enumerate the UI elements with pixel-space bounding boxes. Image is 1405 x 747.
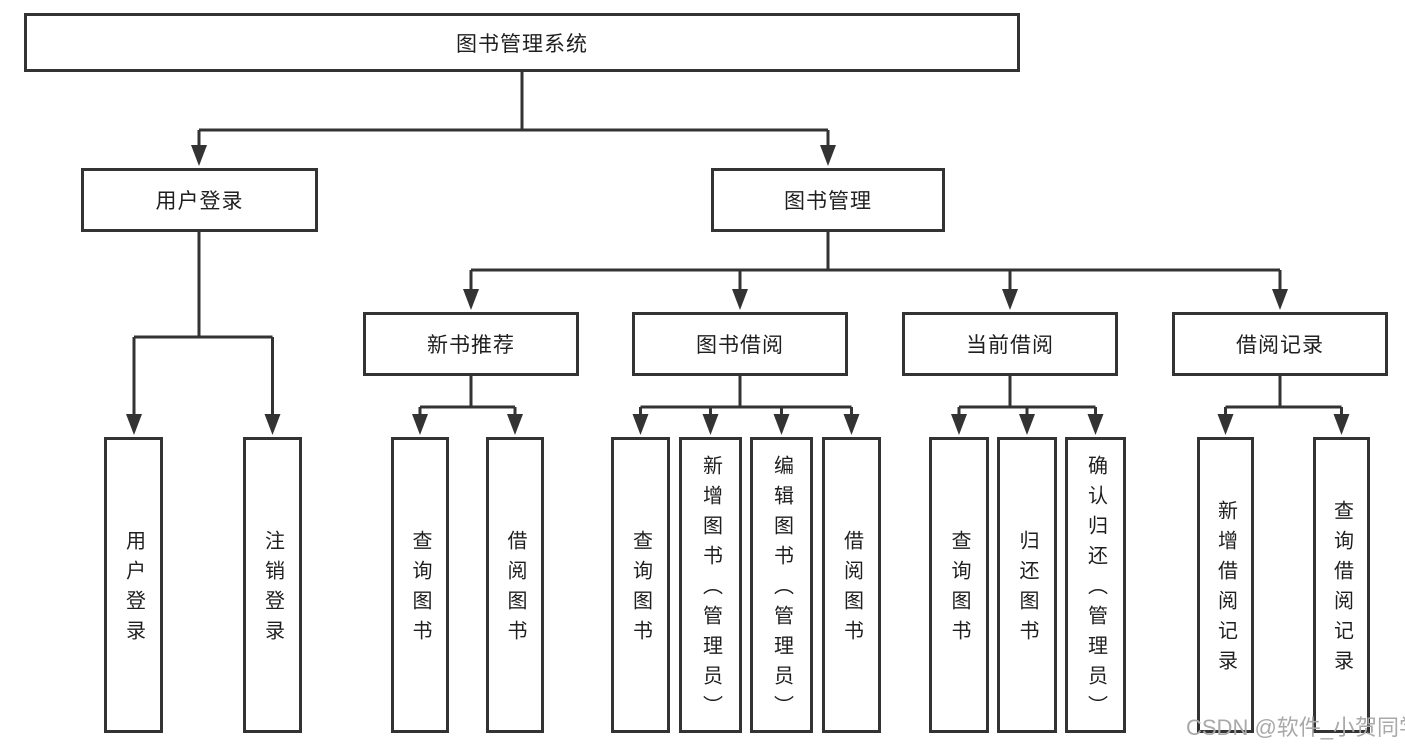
arrow-icon: [1272, 289, 1288, 310]
connector-borrow-records: [1224, 376, 1343, 416]
node-add-book-admin-label: 新增图书（管理员）: [699, 455, 722, 725]
node-query-books-borrow: 查询图书: [611, 437, 670, 733]
node-query-books-current: 查询图书: [929, 437, 989, 733]
node-return-book-label: 归还图书: [1016, 530, 1038, 650]
node-logout-label: 注销登录: [261, 530, 284, 650]
connector-current-borrow: [957, 376, 1097, 416]
arrow-icon: [702, 414, 719, 435]
arrow-icon: [412, 414, 428, 435]
arrow-icon: [1002, 289, 1018, 310]
node-borrow-books-recommend: 借阅图书: [486, 437, 544, 733]
node-library-system-label: 图书管理系统: [456, 32, 588, 56]
connector-root: [197, 72, 830, 147]
connector-new-book-recommend: [418, 376, 517, 416]
arrow-icon: [732, 289, 748, 310]
node-confirm-return-admin-label: 确认归还（管理员）: [1084, 455, 1107, 725]
node-query-books-current-label: 查询图书: [948, 530, 970, 650]
arrow-icon: [632, 414, 649, 435]
node-query-borrow-record: 查询借阅记录: [1313, 437, 1370, 733]
node-return-book: 归还图书: [997, 437, 1057, 733]
arrow-icon: [820, 145, 836, 166]
arrow-icon: [1333, 414, 1350, 435]
connector-book-management: [469, 232, 1282, 291]
node-logout: 注销登录: [243, 437, 302, 733]
connector-user-login: [132, 232, 274, 416]
node-new-book-recommend: 新书推荐: [363, 312, 579, 376]
arrow-icon: [191, 145, 207, 166]
node-user-login-leaf: 用户登录: [104, 437, 163, 733]
arrow-icon: [843, 414, 860, 435]
node-edit-book-admin: 编辑图书（管理员）: [750, 437, 813, 733]
node-query-books-borrow-label: 查询图书: [629, 530, 652, 650]
connector-book-borrow: [639, 376, 853, 416]
node-query-books-recommend: 查询图书: [391, 437, 449, 733]
arrow-icon: [126, 414, 142, 435]
node-confirm-return-admin: 确认归还（管理员）: [1065, 437, 1126, 733]
node-borrow-records: 借阅记录: [1172, 312, 1388, 376]
node-borrow-records-label: 借阅记录: [1236, 334, 1324, 357]
node-user-login: 用户登录: [81, 168, 318, 232]
node-new-book-recommend-label: 新书推荐: [427, 334, 515, 357]
node-user-login-leaf-label: 用户登录: [122, 530, 145, 650]
node-book-borrow-label: 图书借阅: [696, 334, 784, 357]
node-book-management-label: 图书管理: [784, 190, 872, 213]
node-current-borrow: 当前借阅: [902, 312, 1118, 376]
arrow-icon: [507, 414, 523, 435]
node-add-book-admin: 新增图书（管理员）: [679, 437, 742, 733]
arrow-icon: [1087, 414, 1104, 435]
node-borrow-books-recommend-label: 借阅图书: [504, 530, 526, 650]
node-library-system: 图书管理系统: [24, 13, 1020, 72]
arrow-icon: [1217, 414, 1234, 435]
watermark: CSDN @软件_小贺同学: [1186, 715, 1405, 740]
arrow-icon: [264, 414, 281, 435]
node-current-borrow-label: 当前借阅: [966, 334, 1054, 357]
node-user-login-label: 用户登录: [155, 190, 244, 213]
node-book-borrow: 图书借阅: [632, 312, 848, 376]
node-add-borrow-record: 新增借阅记录: [1197, 437, 1254, 733]
node-add-borrow-record-label: 新增借阅记录: [1214, 500, 1237, 680]
node-edit-book-admin-label: 编辑图书（管理员）: [770, 455, 793, 725]
node-borrow-books-leaf-label: 借阅图书: [840, 530, 863, 650]
node-query-books-recommend-label: 查询图书: [409, 530, 431, 650]
node-query-borrow-record-label: 查询借阅记录: [1330, 500, 1353, 680]
arrow-icon: [1019, 414, 1035, 435]
arrow-icon: [951, 414, 967, 435]
arrow-icon: [773, 414, 790, 435]
node-borrow-books-leaf: 借阅图书: [822, 437, 881, 733]
node-book-management: 图书管理: [711, 168, 945, 232]
arrow-icon: [463, 289, 479, 310]
